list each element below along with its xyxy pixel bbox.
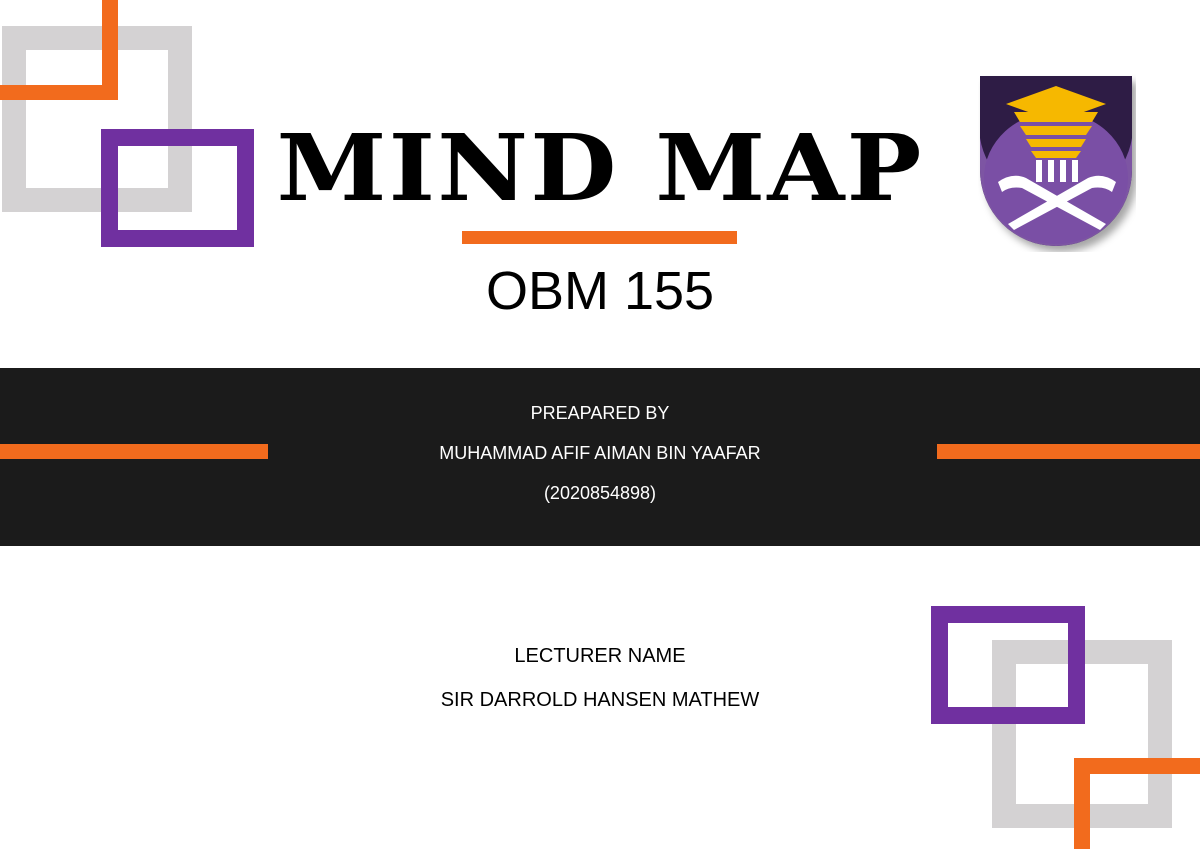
title-underline xyxy=(462,231,737,244)
course-code: OBM 155 xyxy=(485,261,715,321)
bottom-right-orange-horizontal-bar xyxy=(1074,758,1200,774)
page-title: MIND MAP xyxy=(276,114,924,222)
university-crest-icon xyxy=(980,76,1132,246)
student-id: (2020854898) xyxy=(543,483,657,503)
top-left-orange-horizontal-bar xyxy=(0,85,118,100)
bottom-right-purple-frame xyxy=(931,606,1085,724)
band-right-orange-bar xyxy=(937,444,1200,459)
lecturer-name: SIR DARROLD HANSEN MATHEW xyxy=(440,689,760,711)
top-left-orange-vertical-bar xyxy=(102,0,118,100)
student-name: MUHAMMAD AFIF AIMAN BIN YAAFAR xyxy=(439,443,761,463)
prepared-by-label: PREAPARED BY xyxy=(530,403,670,423)
band-left-orange-bar xyxy=(0,444,268,459)
top-left-purple-frame xyxy=(101,129,254,247)
lecturer-label: LECTURER NAME xyxy=(514,645,686,667)
top-left-gray-frame xyxy=(2,26,192,212)
bottom-right-orange-vertical-bar xyxy=(1074,758,1090,849)
